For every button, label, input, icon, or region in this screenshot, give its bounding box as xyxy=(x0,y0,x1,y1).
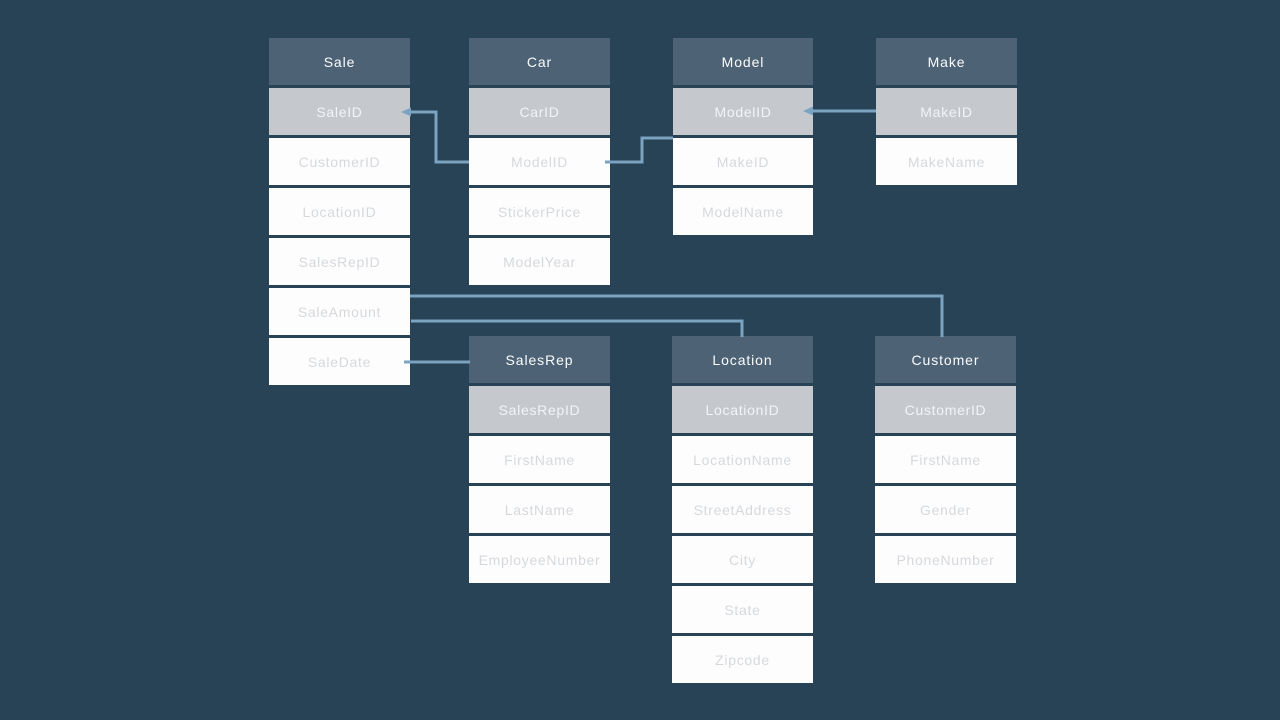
table-title: Customer xyxy=(875,336,1016,383)
field-row: StreetAddress xyxy=(672,486,813,533)
field-row: SaleAmount xyxy=(269,288,410,335)
primary-key-row: SaleID xyxy=(269,88,410,135)
field-row: PhoneNumber xyxy=(875,536,1016,583)
field-row: LocationName xyxy=(672,436,813,483)
field-row: Gender xyxy=(875,486,1016,533)
field-row: ModelID xyxy=(469,138,610,185)
field-row: Zipcode xyxy=(672,636,813,683)
field-row: CustomerID xyxy=(269,138,410,185)
primary-key-row: MakeID xyxy=(876,88,1017,135)
field-row: SaleDate xyxy=(269,338,410,385)
field-row: FirstName xyxy=(469,436,610,483)
connector-sale-to-customer xyxy=(410,294,944,337)
field-row: ModelYear xyxy=(469,238,610,285)
primary-key-row: LocationID xyxy=(672,386,813,433)
field-row: LastName xyxy=(469,486,610,533)
field-row: EmployeeNumber xyxy=(469,536,610,583)
primary-key-row: ModelID xyxy=(673,88,813,135)
table-title: Car xyxy=(469,38,610,85)
primary-key-row: CarID xyxy=(469,88,610,135)
table-title: Sale xyxy=(269,38,410,85)
connector-car-modelid-to-model xyxy=(605,136,673,164)
table-title: Model xyxy=(673,38,813,85)
connector-sale-to-location xyxy=(411,319,744,337)
primary-key-row: SalesRepID xyxy=(469,386,610,433)
field-row: City xyxy=(672,536,813,583)
field-row: StickerPrice xyxy=(469,188,610,235)
table-title: Location xyxy=(672,336,813,383)
table-title: Make xyxy=(876,38,1017,85)
field-row: MakeName xyxy=(876,138,1017,185)
primary-key-row: CustomerID xyxy=(875,386,1016,433)
connector-sale-saleid-to-car-modelid xyxy=(410,110,469,164)
table-title: SalesRep xyxy=(469,336,610,383)
field-row: MakeID xyxy=(673,138,813,185)
field-row: SalesRepID xyxy=(269,238,410,285)
field-row: LocationID xyxy=(269,188,410,235)
field-row: FirstName xyxy=(875,436,1016,483)
field-row: ModelName xyxy=(673,188,813,235)
field-row: State xyxy=(672,586,813,633)
